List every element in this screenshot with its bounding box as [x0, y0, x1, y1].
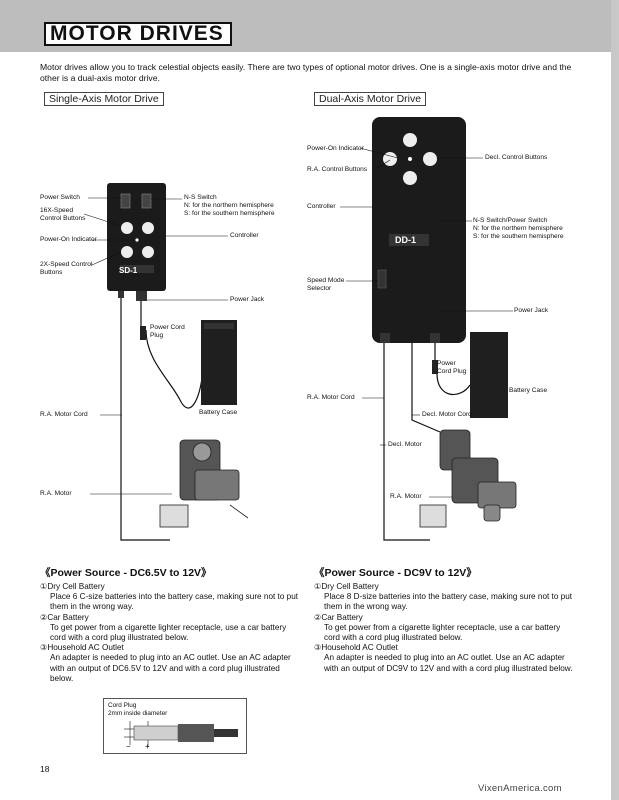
single-battery-case — [201, 320, 237, 405]
label-power-on-indicator-dual: Power-On Indicator — [307, 145, 364, 152]
label-power-on-indicator-single: Power-On Indicator — [40, 236, 97, 243]
ps-right-item-1-body: Place 8 D-size batteries into the batter… — [324, 592, 573, 612]
label-power-jack-single: Power Jack — [230, 296, 265, 303]
label-power-switch: Power Switch — [40, 194, 80, 201]
dual-battery-case — [470, 332, 508, 418]
label-ns-switch-single: N-S Switch N: for the northern hemispher… — [184, 194, 275, 217]
label-power-jack-dual: Power Jack — [514, 307, 549, 314]
power-source-left-title: 《Power Source - DC6.5V to 12V》 — [40, 567, 212, 579]
single-mount — [159, 439, 249, 528]
page-edge — [611, 0, 619, 800]
label-decl-motor: Decl. Motor — [388, 441, 422, 448]
dual-mount — [419, 429, 517, 528]
dual-device-name: DD-1 — [395, 235, 417, 245]
ps-right-item-1-head: ①Dry Cell Battery — [314, 582, 379, 591]
label-ra-control-buttons: R.A. Control Buttons — [307, 166, 368, 173]
page-title: MOTOR DRIVES — [44, 22, 232, 46]
ps-right-item-3-head: ③Household AC Outlet — [314, 643, 398, 653]
label-power-cord-plug-single: Power Cord Plug — [150, 324, 185, 339]
ps-right-item-2-body: To get power from a cigarette lighter re… — [324, 622, 561, 643]
power-source-right-title: 《Power Source - DC9V to 12V》 — [314, 567, 477, 579]
label-ra-motor-dual: R.A. Motor — [390, 493, 422, 500]
cord-plug-diameter: 2mm inside diameter — [108, 710, 168, 717]
label-decl-control-buttons: Decl. Control Buttons — [485, 154, 548, 161]
single-axis-controller — [107, 183, 166, 301]
ps-left-item-2-head: ②Car Battery — [40, 612, 89, 622]
label-speed-mode-selector: Speed Mode Selector — [307, 277, 345, 292]
cord-plug-minus: − — [126, 742, 131, 751]
label-ra-motor-cord-single: R.A. Motor Cord — [40, 411, 88, 418]
ps-left-item-2-body: To get power from a cigarette lighter re… — [50, 622, 287, 643]
cord-plug-plus: + — [145, 742, 150, 751]
dual-axis-controller — [372, 117, 466, 343]
label-battery-case-dual: Battery Case — [509, 387, 548, 394]
dual-axis-heading: Dual-Axis Motor Drive — [314, 92, 427, 106]
site-watermark: VixenAmerica.com — [478, 783, 562, 794]
ps-left-item-3-head: ③Household AC Outlet — [40, 643, 124, 653]
ps-left-item-1-body: Place 6 C-size batteries into the batter… — [50, 592, 299, 612]
intro-paragraph: Motor drives allow you to track celestia… — [40, 62, 572, 83]
power-source-right: ①Dry Cell Battery Place 8 D-size batteri… — [314, 582, 576, 674]
label-battery-case-single: Battery Case — [199, 409, 238, 416]
label-2x-speed: 2X-Speed Control Buttons — [40, 261, 93, 276]
ps-left-item-1-head: ①Dry Cell Battery — [40, 582, 105, 591]
cord-plug-drawing — [124, 721, 238, 747]
power-source-left: ①Dry Cell Battery Place 6 C-size batteri… — [40, 582, 302, 684]
label-ns-switch-dual: N-S Switch/Power Switch N: for the north… — [473, 217, 564, 240]
ps-right-item-2-head: ②Car Battery — [314, 612, 363, 622]
motor-drive-diagrams — [83, 117, 517, 541]
page-number: 18 — [40, 764, 50, 774]
cord-plug-figure: Cord Plug 2mm inside diameter − + — [103, 698, 247, 754]
label-decl-motor-cord: Decl. Motor Cord — [422, 411, 472, 418]
single-device-name: SD-1 — [119, 266, 138, 275]
label-controller-single: Controller — [230, 232, 259, 239]
label-controller-dual: Controller — [307, 203, 336, 210]
label-ra-motor-single: R.A. Motor — [40, 490, 72, 497]
label-power-cord-plug-dual: Power Cord Plug — [437, 360, 467, 375]
ps-left-item-3-body: An adapter is needed to plug into an AC … — [50, 653, 291, 683]
ps-right-item-3-body: An adapter is needed to plug into an AC … — [324, 653, 573, 673]
single-axis-heading: Single-Axis Motor Drive — [44, 92, 164, 106]
label-ra-motor-cord-dual: R.A. Motor Cord — [307, 394, 355, 401]
label-16x-speed: 16X-Speed Control Buttons — [40, 207, 86, 222]
cord-plug-title: Cord Plug — [108, 702, 137, 709]
